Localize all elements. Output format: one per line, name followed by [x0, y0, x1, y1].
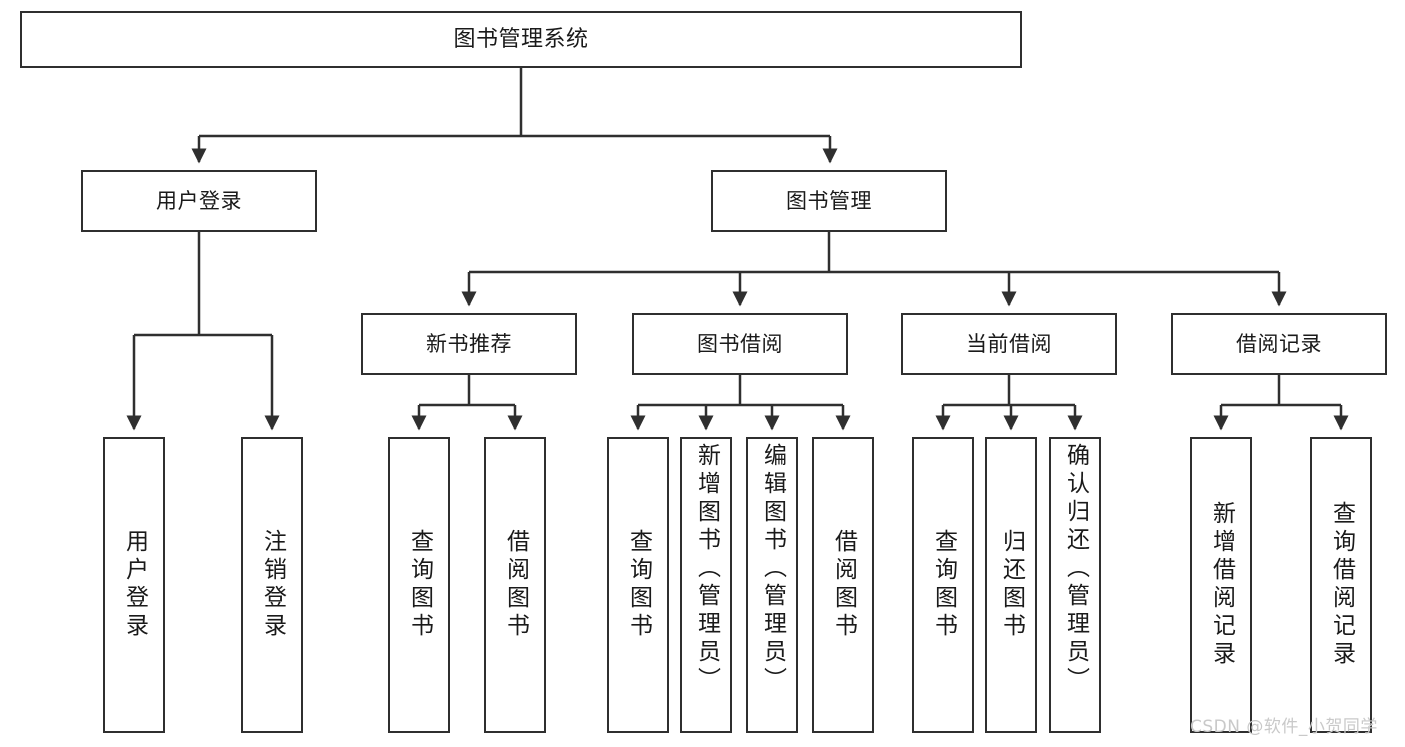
node-leaf-borrow-book-2-label: 借阅图书: [830, 529, 857, 641]
node-leaf-add-borrow-record[interactable]: 新增借阅记录: [1190, 437, 1252, 733]
node-leaf-add-book-admin-label: 新增图书（管理员）: [693, 443, 720, 695]
node-root-label: 图书管理系统: [453, 26, 589, 52]
node-current-borrow[interactable]: 当前借阅: [901, 313, 1117, 375]
node-leaf-edit-book-admin-label: 编辑图书（管理员）: [759, 443, 786, 695]
node-book-borrow-label: 图书借阅: [697, 331, 783, 356]
node-leaf-borrow-book-2[interactable]: 借阅图书: [812, 437, 874, 733]
node-leaf-confirm-return-admin[interactable]: 确认归还（管理员）: [1049, 437, 1101, 733]
node-leaf-user-login[interactable]: 用户登录: [103, 437, 165, 733]
node-leaf-query-book-1[interactable]: 查询图书: [388, 437, 450, 733]
node-leaf-add-borrow-record-label: 新增借阅记录: [1208, 501, 1235, 669]
node-leaf-borrow-book-1-label: 借阅图书: [502, 529, 529, 641]
node-book-borrow[interactable]: 图书借阅: [632, 313, 848, 375]
node-borrow-record-label: 借阅记录: [1236, 331, 1322, 356]
node-leaf-return-book[interactable]: 归还图书: [985, 437, 1037, 733]
node-leaf-query-book-1-label: 查询图书: [406, 529, 433, 641]
node-current-borrow-label: 当前借阅: [966, 331, 1052, 356]
node-leaf-query-borrow-record-label: 查询借阅记录: [1328, 501, 1355, 669]
node-new-book-recommend[interactable]: 新书推荐: [361, 313, 577, 375]
node-leaf-user-login-label: 用户登录: [121, 529, 148, 641]
node-book-management-label: 图书管理: [786, 188, 872, 213]
node-leaf-query-borrow-record[interactable]: 查询借阅记录: [1310, 437, 1372, 733]
node-leaf-user-logout-label: 注销登录: [259, 529, 286, 641]
node-leaf-return-book-label: 归还图书: [998, 529, 1025, 641]
node-leaf-borrow-book-1[interactable]: 借阅图书: [484, 437, 546, 733]
node-user-login-label: 用户登录: [156, 188, 242, 213]
node-book-management[interactable]: 图书管理: [711, 170, 947, 232]
node-root[interactable]: 图书管理系统: [20, 11, 1022, 68]
node-leaf-user-logout[interactable]: 注销登录: [241, 437, 303, 733]
node-user-login[interactable]: 用户登录: [81, 170, 317, 232]
node-leaf-query-book-2[interactable]: 查询图书: [607, 437, 669, 733]
node-leaf-query-book-3-label: 查询图书: [930, 529, 957, 641]
node-borrow-record[interactable]: 借阅记录: [1171, 313, 1387, 375]
csdn-watermark: CSDN @软件_小贺同学: [1190, 717, 1378, 737]
node-leaf-query-book-3[interactable]: 查询图书: [912, 437, 974, 733]
node-leaf-query-book-2-label: 查询图书: [625, 529, 652, 641]
node-leaf-add-book-admin[interactable]: 新增图书（管理员）: [680, 437, 732, 733]
node-new-book-recommend-label: 新书推荐: [426, 331, 512, 356]
node-leaf-confirm-return-admin-label: 确认归还（管理员）: [1062, 443, 1089, 695]
node-leaf-edit-book-admin[interactable]: 编辑图书（管理员）: [746, 437, 798, 733]
